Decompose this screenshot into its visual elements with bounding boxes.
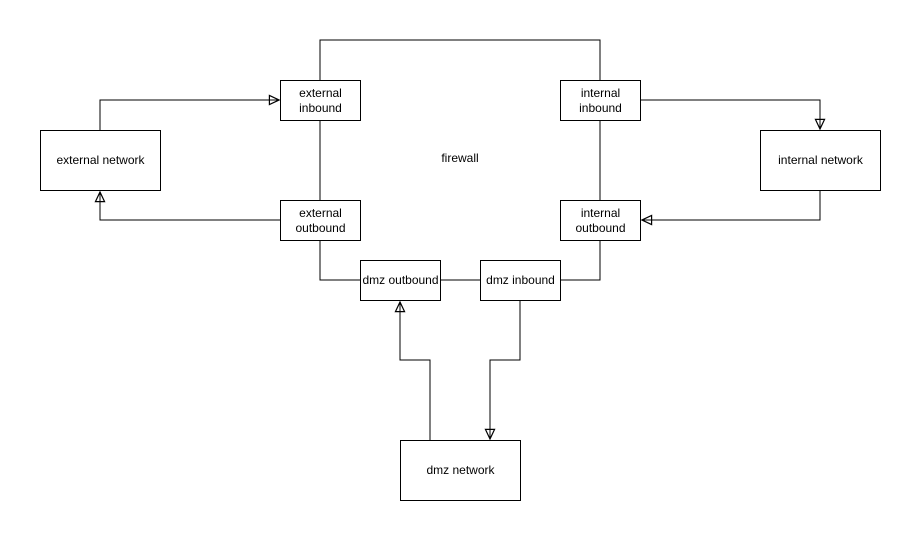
edge-internal-network-to-internal-outbound <box>642 191 821 220</box>
firewall-label: firewall <box>441 151 479 165</box>
edge-internal-inbound-to-internal-network <box>641 99 820 129</box>
edge-external-outbound-to-dmz-outbound <box>319 241 360 281</box>
node-internal-inbound: internal inbound <box>560 80 641 121</box>
node-internal-network: internal network <box>760 130 881 191</box>
node-external-outbound: external outbound <box>280 200 361 241</box>
edge-external-inbound-to-internal-inbound <box>319 39 601 80</box>
edge-internal-outbound-to-dmz-inbound <box>561 241 601 281</box>
node-external-network: external network <box>40 130 161 191</box>
node-dmz-outbound: dmz outbound <box>360 260 441 301</box>
edge-dmz-inbound-to-dmz-network <box>490 301 521 439</box>
node-internal-outbound: internal outbound <box>560 200 641 241</box>
edge-external-network-to-external-inbound <box>99 100 279 130</box>
edge-external-outbound-to-external-network <box>100 192 280 221</box>
node-dmz-inbound: dmz inbound <box>480 260 561 301</box>
node-external-inbound: external inbound <box>280 80 361 121</box>
node-dmz-network: dmz network <box>400 440 521 501</box>
edge-dmz-network-to-dmz-outbound <box>400 302 431 440</box>
